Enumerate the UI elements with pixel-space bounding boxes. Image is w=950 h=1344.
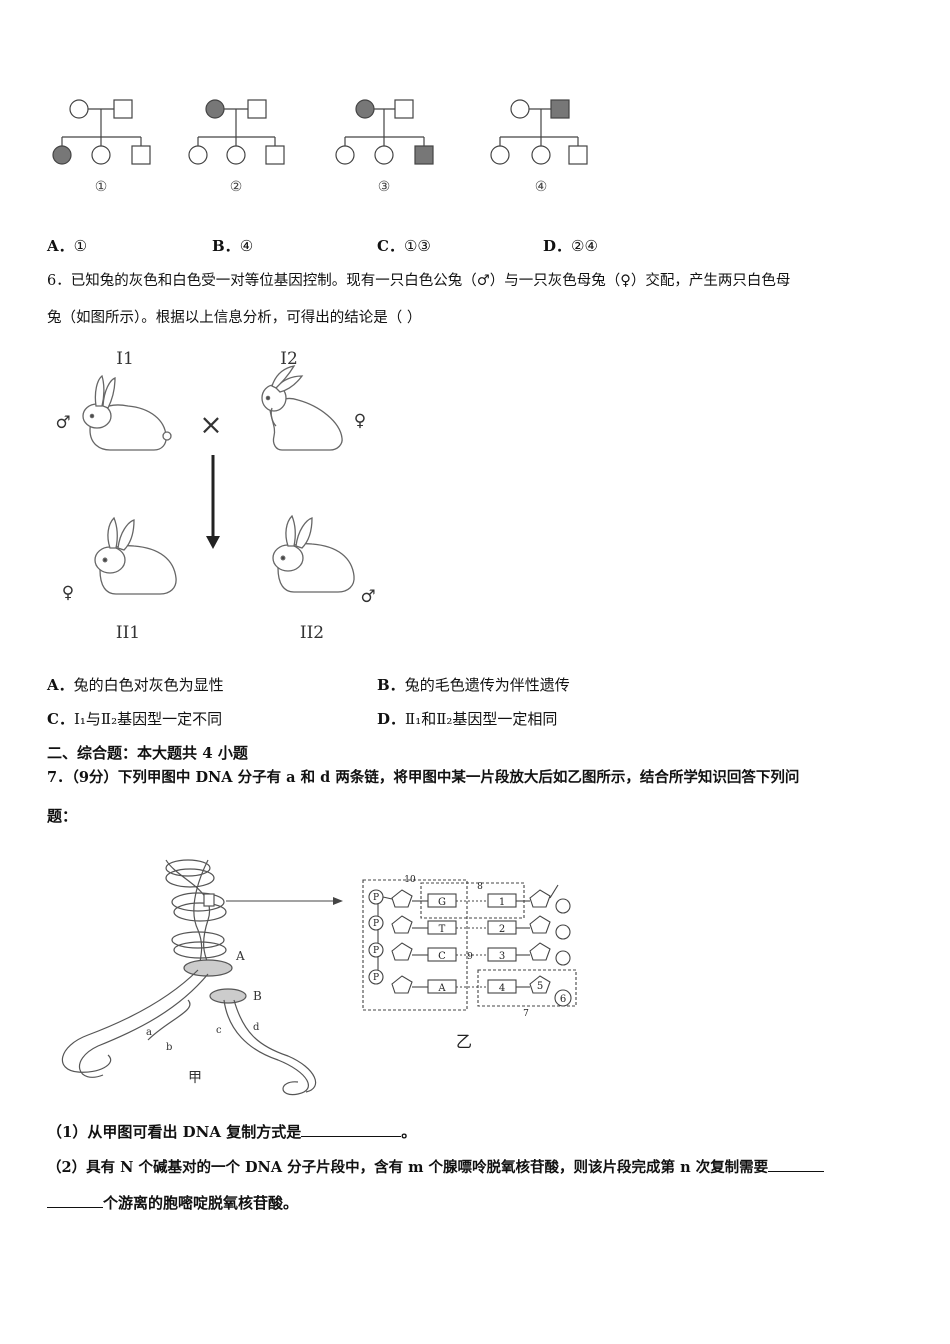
partner-4: 4 bbox=[499, 983, 505, 994]
q7-stem-line1: 7．（9分）下列甲图中 DNA 分子有 a 和 d 两条链，将甲图中某一片段放大… bbox=[47, 769, 800, 786]
option-letter: A． bbox=[47, 676, 74, 694]
section-heading: 二、综合题：本大题共 4 小题 bbox=[47, 744, 248, 762]
number-7: 7 bbox=[523, 1009, 529, 1019]
q5-option-a[interactable]: A．① bbox=[47, 236, 87, 256]
pedigree-1 bbox=[52, 99, 151, 165]
number-6: 6 bbox=[560, 994, 566, 1005]
label-II1: II1 bbox=[116, 623, 140, 643]
option-text: ②④ bbox=[571, 237, 598, 255]
q7-sub1-text: （1）从甲图可看出 DNA 复制方式是 bbox=[47, 1123, 302, 1141]
answer-blank[interactable] bbox=[768, 1157, 825, 1172]
pedigree-4 bbox=[490, 99, 588, 165]
label-yi: 乙 bbox=[456, 1032, 472, 1051]
option-letter: B． bbox=[377, 676, 405, 694]
partner-3: 3 bbox=[499, 951, 505, 962]
female-symbol: ♀ bbox=[62, 583, 74, 603]
fork-label-c: c bbox=[216, 1025, 222, 1036]
q7-sub2-text-2: 个游离的胞嘧啶脱氧核苷酸。 bbox=[103, 1194, 299, 1212]
number-8: 8 bbox=[477, 882, 483, 892]
fork-label-d: d bbox=[253, 1022, 260, 1033]
pedigree-label-4: ④ bbox=[535, 179, 548, 195]
base-pair-row-4 bbox=[368, 969, 572, 1007]
fork-label-A: A bbox=[235, 949, 245, 963]
q5-option-c[interactable]: C．①③ bbox=[377, 236, 431, 256]
phosphate-label: P bbox=[373, 919, 379, 929]
option-text: ①③ bbox=[403, 237, 431, 255]
pedigree-label-2: ② bbox=[230, 179, 243, 195]
q5-option-b[interactable]: B．④ bbox=[212, 236, 253, 256]
q6-stem-line2: 兔（如图所示）。根据以上信息分析，可得出的结论是（ ） bbox=[47, 310, 422, 326]
number-9: 9 bbox=[467, 952, 473, 962]
option-text: 兔的白色对灰色为显性 bbox=[73, 676, 224, 694]
q7-sub1-end: 。 bbox=[401, 1123, 417, 1141]
pedigree-label-1: ① bbox=[95, 179, 108, 195]
base-G: G bbox=[438, 897, 446, 908]
option-text: ④ bbox=[239, 237, 254, 255]
rabbit-I1 bbox=[82, 374, 172, 451]
phosphate-label: P bbox=[373, 946, 379, 956]
fork-label-a: a bbox=[146, 1027, 152, 1038]
q6-stem-line1: 6．已知兔的灰色和白色受一对等位基因控制。现有一只白色公兔（♂）与一只灰色母兔（… bbox=[47, 273, 791, 289]
q6-option-c[interactable]: C．Ⅰ₁与Ⅱ₂基因型一定不同 bbox=[47, 709, 222, 729]
rabbit-cross-figure: I1 I2 II1 II2 ♂ ♀ ♀ ♂ × bbox=[55, 349, 375, 643]
male-symbol: ♂ bbox=[55, 413, 70, 433]
phosphate-label: P bbox=[373, 893, 379, 903]
partner-1: 1 bbox=[499, 897, 505, 908]
q6-option-d[interactable]: D．Ⅱ₁和Ⅱ₂基因型一定相同 bbox=[377, 709, 557, 729]
answer-blank[interactable] bbox=[301, 1122, 402, 1137]
label-I1: I1 bbox=[116, 349, 134, 369]
q6-option-b[interactable]: B．兔的毛色遗传为伴性遗传 bbox=[377, 675, 570, 695]
zoom-arrow-icon bbox=[226, 897, 343, 905]
label-II2: II2 bbox=[300, 623, 324, 643]
rabbit-I2 bbox=[261, 365, 343, 451]
option-letter: C． bbox=[47, 710, 74, 728]
option-letter: D． bbox=[543, 237, 572, 255]
phosphate-label: P bbox=[373, 973, 379, 983]
q7-stem-line2: 题： bbox=[47, 807, 78, 825]
label-I2: I2 bbox=[280, 349, 298, 369]
rabbit-II2 bbox=[272, 514, 355, 593]
segment-diagram-yi bbox=[362, 879, 577, 1011]
option-letter: B． bbox=[212, 237, 240, 255]
fork-diagram-jia bbox=[61, 859, 317, 1096]
dna-replication-figure: A B a b c d 甲 bbox=[61, 859, 577, 1096]
down-arrow-icon bbox=[206, 455, 220, 549]
q7-sub2-line1: （2）具有 N 个碱基对的一个 DNA 分子片段中，含有 m 个腺嘌呤脱氧核苷酸… bbox=[47, 1157, 825, 1178]
base-pair-row-3 bbox=[368, 942, 571, 966]
number-5: 5 bbox=[537, 981, 543, 992]
q7-sub1: （1）从甲图可看出 DNA 复制方式是 。 bbox=[47, 1122, 416, 1142]
option-text: Ⅱ₁和Ⅱ₂基因型一定相同 bbox=[405, 710, 558, 728]
fork-label-B: B bbox=[253, 989, 262, 1003]
base-A: A bbox=[437, 983, 446, 994]
option-text: 兔的毛色遗传为伴性遗传 bbox=[404, 676, 570, 694]
pedigree-2 bbox=[188, 99, 285, 165]
male-symbol: ♂ bbox=[360, 587, 375, 607]
pedigree-figure: ① ② ③ ④ bbox=[52, 99, 588, 195]
option-letter: C． bbox=[377, 237, 404, 255]
base-C: C bbox=[438, 951, 446, 962]
pedigree-3 bbox=[335, 99, 434, 165]
base-pair-row-1 bbox=[368, 884, 571, 914]
number-10: 10 bbox=[404, 875, 416, 885]
q7-sub2-text: （2）具有 N 个碱基对的一个 DNA 分子片段中，含有 m 个腺嘌呤脱氧核苷酸… bbox=[47, 1159, 769, 1176]
q7-sub2-line2: 个游离的胞嘧啶脱氧核苷酸。 bbox=[47, 1193, 298, 1213]
cross-symbol: × bbox=[199, 408, 222, 441]
option-text: Ⅰ₁与Ⅱ₂基因型一定不同 bbox=[73, 710, 223, 728]
answer-blank[interactable] bbox=[47, 1193, 103, 1208]
base-pair-row-2 bbox=[368, 915, 571, 940]
base-T: T bbox=[439, 924, 446, 935]
option-letter: D． bbox=[377, 710, 406, 728]
option-text: ① bbox=[73, 237, 88, 255]
partner-2: 2 bbox=[499, 924, 505, 935]
label-jia: 甲 bbox=[188, 1070, 202, 1086]
fork-label-b: b bbox=[166, 1042, 172, 1053]
q6-option-a[interactable]: A．兔的白色对灰色为显性 bbox=[47, 675, 224, 695]
rabbit-II1 bbox=[94, 516, 177, 595]
female-symbol: ♀ bbox=[354, 411, 366, 431]
pedigree-label-3: ③ bbox=[378, 179, 391, 195]
option-letter: A． bbox=[47, 237, 74, 255]
q5-option-d[interactable]: D．②④ bbox=[543, 236, 598, 256]
